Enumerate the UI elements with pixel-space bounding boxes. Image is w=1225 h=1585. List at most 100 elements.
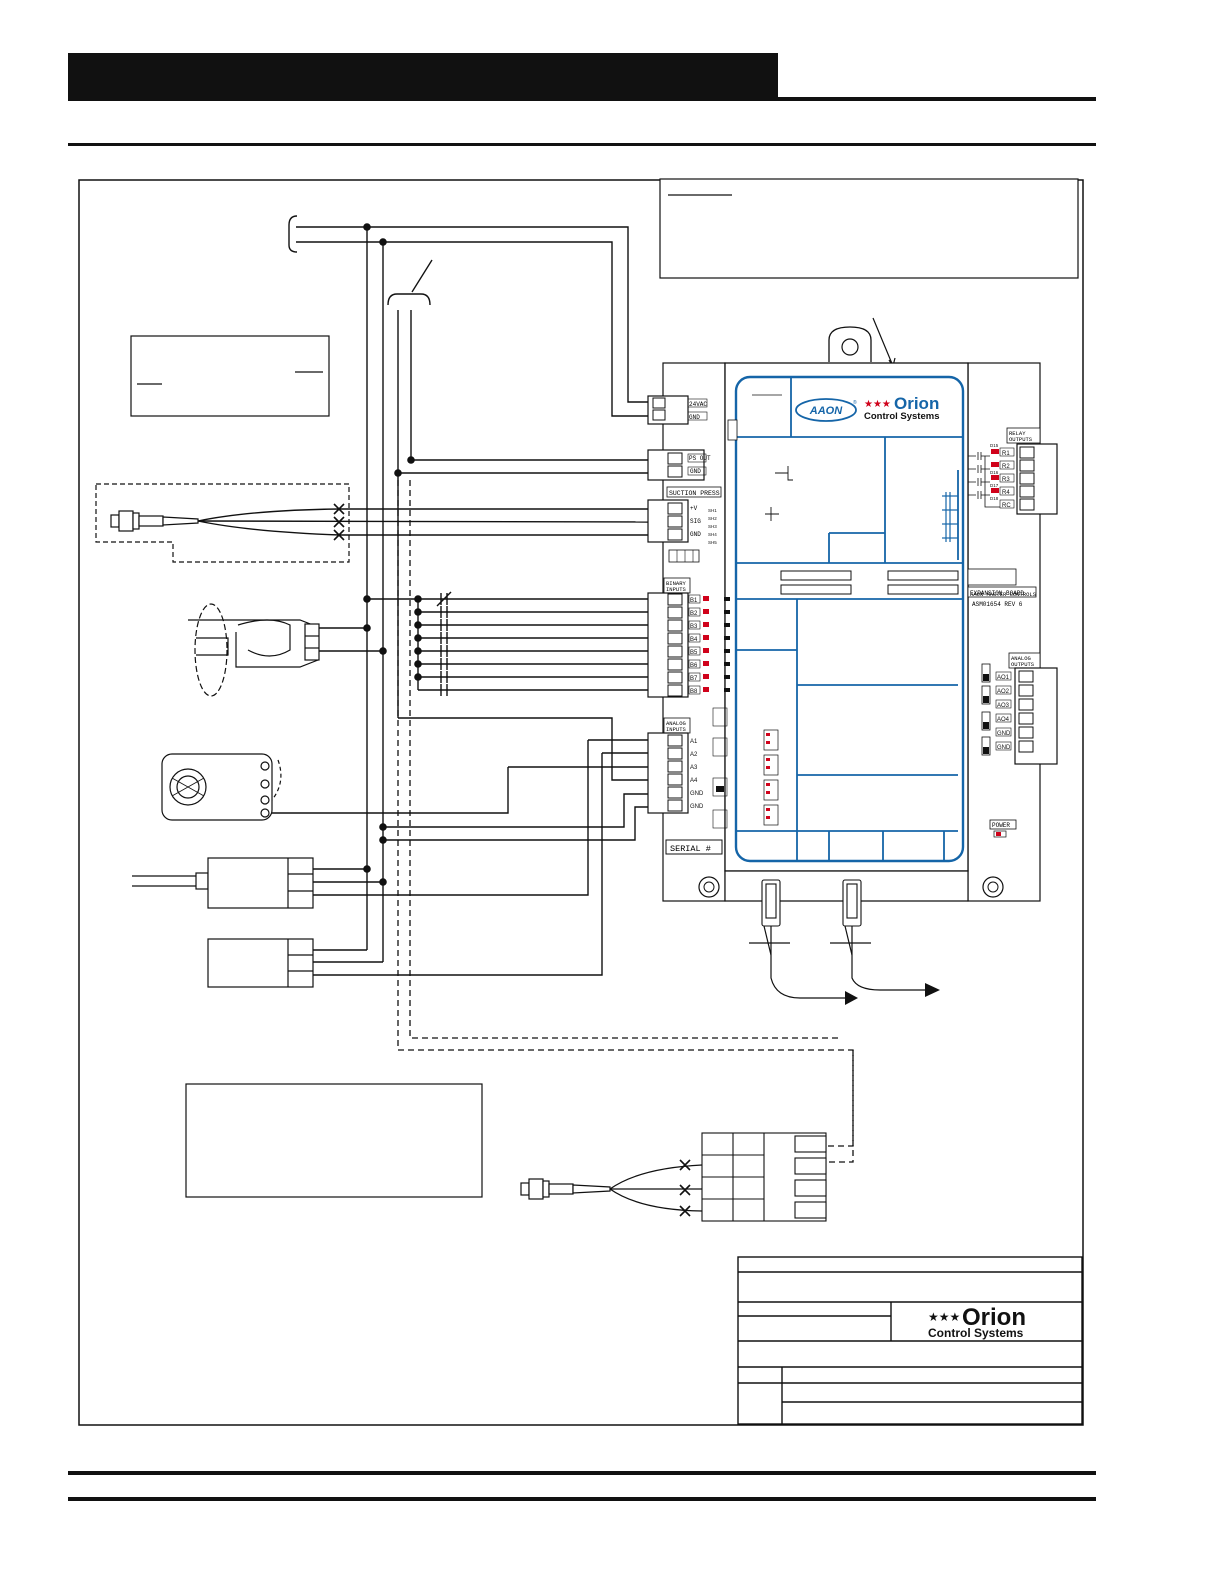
relay-led-d18: D18 [990, 496, 999, 501]
analog-inputs-terminal-block: ANALOG INPUTS A1 A2 A3 A4 GND GND [647, 707, 728, 829]
arrow-head-2 [925, 983, 940, 997]
drawing-frame [78, 179, 1084, 1426]
expansion-label-1: EXPANSION BOARD [970, 590, 1024, 597]
wiring-note-box [185, 1083, 483, 1198]
relay-label-rc: RC [1002, 503, 1011, 509]
analog-out-label-ao1: AO1 [997, 675, 1010, 681]
pressure-transducer-icon [110, 510, 199, 532]
suction-pressure-terminal-block: SUCTION PRESS +V SIG GND SH1 SH2 SH3 SH4… [647, 486, 722, 563]
power-led: POWER [989, 819, 1017, 838]
junction-dots [363, 223, 422, 886]
suction-pin-1: SH1 [708, 508, 717, 513]
suction-sensor-outline [95, 483, 350, 563]
legend-box [130, 335, 330, 417]
serial-number-plate: SERIAL # [665, 839, 723, 855]
expansion-module [701, 1132, 827, 1222]
arrow-head-1 [845, 991, 858, 1005]
lower-sensor-wires [609, 1164, 703, 1212]
power-terminal-block: 24VAC GND [647, 395, 738, 441]
humidity-transmitter-icon [132, 857, 314, 909]
binary-label-b5: B5 [690, 650, 698, 656]
analog-out-header-1: ANALOG [1011, 655, 1031, 662]
suction-pin-2: SH2 [708, 516, 717, 521]
comm-label-ps-out: PS OUT [689, 455, 711, 462]
suction-label-gnd: GND [690, 531, 701, 538]
analog-in-label-gnd-1: GND [690, 791, 704, 797]
comm-label-gnd: GND [690, 468, 701, 475]
comm-cable-arrows [749, 925, 925, 999]
top-rule [68, 143, 1096, 146]
relay-label-r1: R1 [1002, 451, 1010, 457]
title-stars-icon: ★★★ [928, 1310, 960, 1324]
analog-outputs-terminal-block: ANALOG OUTPUTS AO1 AO2 AO3 AO4 GND GND [981, 652, 1058, 765]
binary-label-b1: B1 [690, 598, 698, 604]
relay-led-d16: D16 [990, 470, 999, 475]
relay-header-2: OUTPUTS [1009, 436, 1033, 443]
header-rule [778, 97, 1096, 101]
wire-cut-marks [333, 503, 691, 1217]
binary-header-1: BINARY [666, 580, 687, 587]
analog-out-label-gnd-1: GND [997, 731, 1011, 737]
analog-in-label-a1: A1 [690, 739, 698, 745]
relay-outputs-terminal-block: RELAY OUTPUTS R1 R2 R3 R4 RC D15 D16 D17 [968, 427, 1058, 515]
freeze-stat-icon [188, 603, 320, 697]
relay-led-d17: D17 [990, 483, 999, 488]
binary-header-2: INPUTS [666, 586, 687, 593]
suction-label-v: +V [690, 505, 698, 512]
binary-label-b3: B3 [690, 624, 698, 630]
orion-wordmark: Orion [894, 394, 939, 413]
suction-pin-3: SH3 [708, 524, 717, 529]
aaon-badge-mark: ® [853, 399, 857, 406]
notes-box [659, 178, 1079, 279]
analog-in-header-1: ANALOG [666, 720, 686, 727]
analog-out-label-gnd-2: GND [997, 745, 1011, 751]
suction-pin-4: SH4 [708, 532, 717, 537]
binary-label-b7: B7 [690, 676, 698, 682]
relay-led-d15: D15 [990, 443, 999, 448]
dashed-comm-return [826, 1050, 854, 1163]
aaon-badge-text: AAON [809, 405, 843, 417]
relay-label-r3: R3 [1002, 477, 1010, 483]
co2-transmitter-icon [207, 938, 314, 988]
relay-header-1: RELAY [1009, 430, 1026, 437]
power-label-gnd: GND [689, 414, 700, 421]
expansion-label-2-visible: AAON MASTER CONTROLS [970, 591, 1037, 598]
binary-label-b2: B2 [690, 611, 698, 617]
analog-in-label-gnd-2: GND [690, 804, 704, 810]
suction-header: SUCTION PRESS [669, 490, 720, 497]
footer-rule-bottom [68, 1497, 1096, 1501]
expansion-label-3: ASM01654 REV 6 [972, 601, 1023, 608]
title-block-logo: ★★★ Orion Control Systems [928, 1304, 1026, 1340]
footer-rule-top [68, 1471, 1096, 1475]
title-orion-subtitle: Control Systems [928, 1326, 1024, 1340]
analog-in-header-2: INPUTS [666, 726, 687, 733]
expansion-port-labels: EXPANSION BOARD AAON MASTER CONTROLS AAO… [967, 568, 1037, 608]
controller-logo: AAON ® ★★★ Orion Control Systems [795, 394, 940, 422]
binary-inputs-terminal-block: BINARY INPUTS B1 B2 B3 B4 B5 B6 B7 B8 [647, 577, 730, 698]
analog-out-label-ao2: AO2 [997, 689, 1010, 695]
serial-label: SERIAL # [670, 844, 711, 854]
analog-out-header-2: OUTPUTS [1011, 661, 1035, 668]
binary-label-b6: B6 [690, 663, 698, 669]
analog-in-label-a2: A2 [690, 752, 698, 758]
actuator-icon [161, 753, 282, 821]
analog-in-label-a3: A3 [690, 765, 698, 771]
power-led-label: POWER [992, 822, 1010, 829]
relay-label-r2: R2 [1002, 464, 1010, 470]
analog-out-label-ao4: AO4 [997, 717, 1010, 723]
stars-icon: ★★★ [864, 399, 891, 410]
suction-pin-5: SH5 [708, 540, 717, 545]
orion-subtitle: Control Systems [864, 411, 940, 422]
binary-label-b8: B8 [690, 689, 698, 695]
binary-contacts [436, 591, 452, 696]
suction-label-sig: SIG [690, 518, 701, 525]
title-orion-wordmark: Orion [962, 1304, 1026, 1331]
header-bar [68, 53, 778, 101]
relay-label-r4: R4 [1002, 490, 1010, 496]
controller-face [734, 375, 965, 863]
title-block [737, 1256, 1083, 1425]
analog-out-label-ao3: AO3 [997, 703, 1010, 709]
binary-label-b4: B4 [690, 637, 698, 643]
lower-pressure-sensor-icon [520, 1178, 611, 1200]
